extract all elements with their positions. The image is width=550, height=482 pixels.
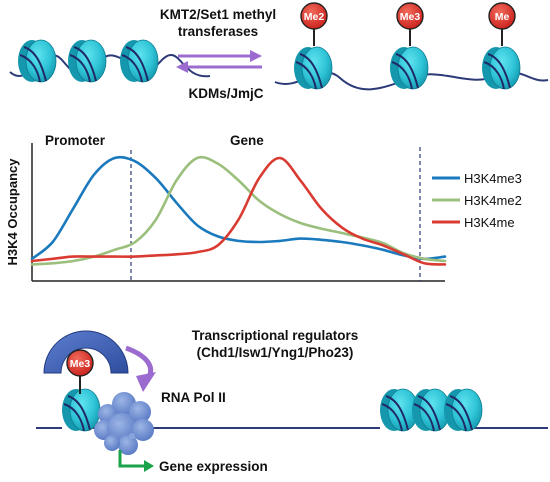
nucleosome-icon (294, 46, 333, 90)
methyltransferase-label-line2: transferases (178, 24, 258, 39)
legend-label: H3K4me3 (464, 171, 522, 186)
occupancy-chart: H3K4 Occupancy Promoter Gene H3K4me3H3K4… (5, 133, 522, 282)
nucleosome-icon (68, 39, 107, 83)
me3-mark-icon (66, 349, 94, 377)
legend-label: H3K4me2 (464, 193, 522, 208)
regulators-label-line1: Transcriptional regulators (192, 328, 359, 343)
nucleosome-icon (120, 39, 159, 83)
methyl-mark-label: Me2 (304, 11, 325, 23)
series-line-h3k4me2 (30, 155, 447, 266)
demethylase-arrow (176, 61, 262, 73)
nucleosome-group-bottom (62, 388, 483, 432)
nucleosome-group-methylated: Me2 Me3 Me (294, 2, 521, 90)
methyl-mark-icon (300, 2, 328, 30)
chart-series (30, 155, 447, 266)
top-panel: Me2 Me3 Me KMT2/Set1 methyl transferases K… (9, 2, 549, 101)
methyl-mark-icon (396, 2, 424, 30)
nucleosome-group-unmodified (18, 39, 159, 83)
nucleosome-icon (390, 46, 429, 90)
rna-pol-ii-icon (94, 392, 154, 455)
reader-mark-label: Me3 (70, 358, 91, 370)
methyltransferase-label-line1: KMT2/Set1 methyl (160, 7, 276, 22)
methyl-mark-label: Me (495, 11, 510, 23)
nucleosome-icon (412, 388, 451, 432)
methyl-mark-label: Me3 (400, 11, 421, 23)
methyltransferase-arrow (178, 50, 262, 62)
nucleosome-icon (380, 388, 419, 432)
series-line-h3k4me3 (30, 155, 447, 261)
methyl-mark-icon (488, 2, 516, 30)
promoter-label: Promoter (45, 133, 106, 148)
regulators-label-line2: (Chd1/Isw1/Yng1/Pho23) (197, 345, 354, 360)
gene-label: Gene (230, 133, 264, 148)
nucleosome-icon (482, 46, 521, 90)
nucleosome-icon (62, 388, 101, 432)
bottom-panel: Me3 Transcriptional regulators (Chd1/Isw… (36, 328, 548, 474)
gene-expression-arrow-icon (118, 450, 154, 472)
nucleosome-icon (18, 39, 57, 83)
series-line-h3k4me (30, 156, 447, 266)
nucleosome-icon (444, 388, 483, 432)
rna-pol-ii-label: RNA Pol II (161, 390, 226, 405)
recruitment-arrow-head (136, 372, 156, 392)
y-axis-label: H3K4 Occupancy (5, 158, 20, 266)
legend-label: H3K4me (464, 215, 515, 230)
demethylase-label: KDMs/JmjC (188, 86, 263, 101)
gene-expression-label: Gene expression (159, 459, 268, 474)
